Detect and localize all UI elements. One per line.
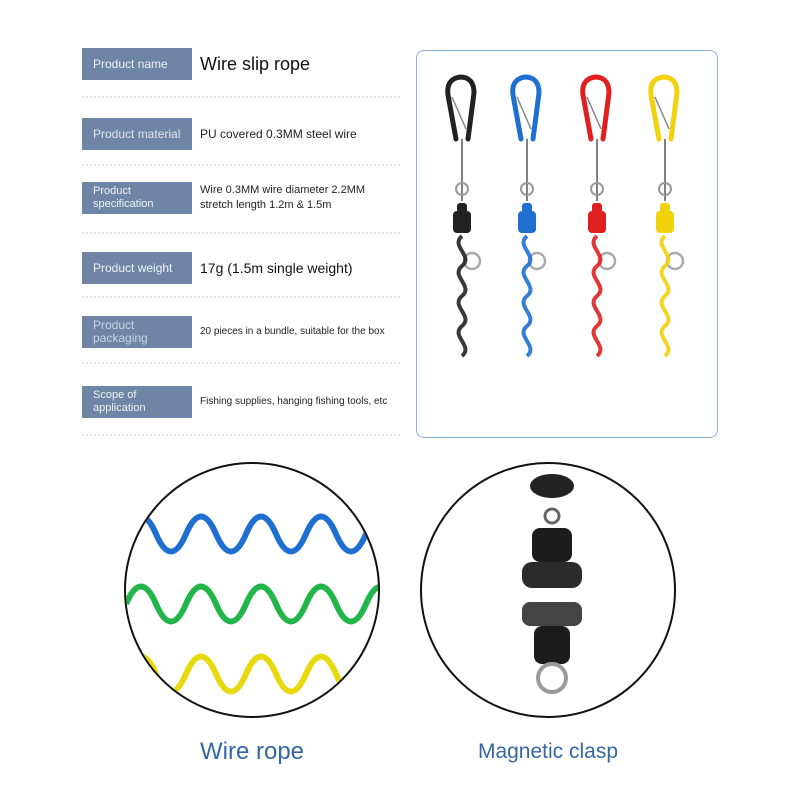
coil-spring-icon — [126, 513, 378, 695]
spec-label: Product specification — [82, 182, 192, 214]
spec-value: Wire 0.3MM wire diameter 2.2MM stretch l… — [200, 182, 365, 214]
spec-value: Wire slip rope — [200, 54, 311, 74]
spec-label: Product weight — [82, 252, 192, 284]
product-photo — [416, 50, 718, 438]
divider — [82, 232, 400, 234]
wire-rope-closeup — [124, 462, 380, 718]
lanyards-illustration — [417, 51, 717, 437]
spec-label: Product packaging — [82, 316, 192, 348]
lanyard-red — [583, 77, 615, 356]
lanyard-blue — [513, 77, 545, 356]
divider — [82, 296, 400, 298]
spec-label: Product material — [82, 118, 192, 150]
lanyard-black — [448, 77, 480, 356]
spec-value: 20 pieces in a bundle, suitable for the … — [200, 326, 385, 337]
spec-value-line: Wire 0.3MM wire diameter 2.2MM — [200, 184, 366, 196]
magnet-clasp-icon — [522, 474, 582, 694]
divider — [82, 96, 400, 98]
magnetic-clasp-closeup — [420, 462, 676, 718]
spec-value-line: stretch length 1.2m & 1.5m — [200, 199, 332, 211]
divider — [82, 362, 400, 364]
spec-label: Product name — [82, 48, 192, 80]
spec-value: PU covered 0.3MM steel wire — [200, 127, 357, 141]
divider — [82, 434, 400, 436]
spec-value: 17g (1.5m single weight) — [200, 260, 353, 276]
spec-label: Scope of application — [82, 386, 192, 418]
wire-rope-caption: Wire rope — [199, 738, 305, 765]
spec-value: Fishing supplies, hanging fishing tools,… — [200, 396, 388, 407]
magnetic-clasp-caption: Magnetic clasp — [477, 740, 619, 763]
lanyard-yellow — [651, 77, 683, 356]
divider — [82, 164, 400, 166]
